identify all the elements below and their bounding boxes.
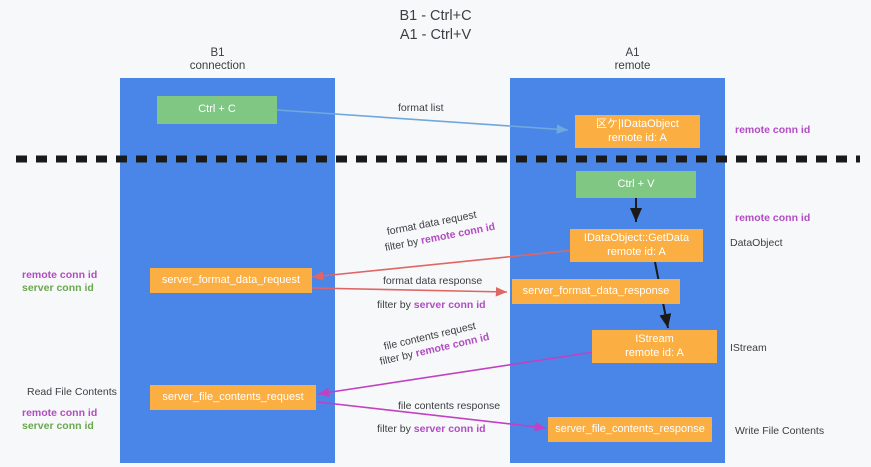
edge-label-format-data-response-filter: filter by server conn id xyxy=(377,298,486,312)
note-right-remote-conn-id-mid: remote conn id xyxy=(735,212,811,224)
edge-label-file-contents-response: file contents response xyxy=(398,400,501,412)
node-idataobject-getdata[interactable]: IDataObject::GetData remote id: A xyxy=(570,229,703,262)
edge-label-file-contents-response-filter: filter by server conn id xyxy=(377,422,486,436)
filter-key-server-conn-id: server conn id xyxy=(413,423,486,435)
edge-label-format-list: format list xyxy=(398,102,444,114)
lane-title-a1: A1 remote xyxy=(614,47,651,72)
note-left-server-conn-id-2: server conn id xyxy=(22,420,94,432)
node-server-format-data-request[interactable]: server_format_data_request xyxy=(150,268,312,293)
note-left-remote-conn-id: remote conn id xyxy=(22,269,98,281)
page-title: B1 - Ctrl+C A1 - Ctrl+V xyxy=(399,8,472,43)
note-right-remote-conn-id-top: remote conn id xyxy=(735,124,811,136)
note-left-server-conn-id: server conn id xyxy=(22,282,94,294)
node-ctrl-c[interactable]: Ctrl + C xyxy=(157,96,277,124)
note-left-remote-conn-id-2: remote conn id xyxy=(22,407,98,419)
note-right-dataobject: DataObject xyxy=(730,237,783,249)
filter-key-server-conn-id: server conn id xyxy=(413,299,486,311)
edge-label-format-data-response: format data response xyxy=(383,275,483,287)
filter-prefix: filter by xyxy=(377,299,414,311)
node-server-file-contents-request[interactable]: server_file_contents_request xyxy=(150,385,316,410)
node-istream[interactable]: IStream remote id: A xyxy=(592,330,717,363)
node-server-format-data-response[interactable]: server_format_data_response xyxy=(512,279,680,304)
note-right-istream: IStream xyxy=(730,342,767,354)
note-right-write-file-contents: Write File Contents xyxy=(735,425,825,437)
node-server-file-contents-response[interactable]: server_file_contents_response xyxy=(548,417,712,442)
note-left-read-file-contents: Read File Contents xyxy=(27,386,117,398)
node-idataobject-remote[interactable]: 区ケ|IDataObject remote id: A xyxy=(575,115,700,148)
filter-prefix: filter by xyxy=(377,423,414,435)
node-ctrl-v[interactable]: Ctrl + V xyxy=(576,171,696,198)
lane-title-b1: B1 connection xyxy=(189,47,246,72)
